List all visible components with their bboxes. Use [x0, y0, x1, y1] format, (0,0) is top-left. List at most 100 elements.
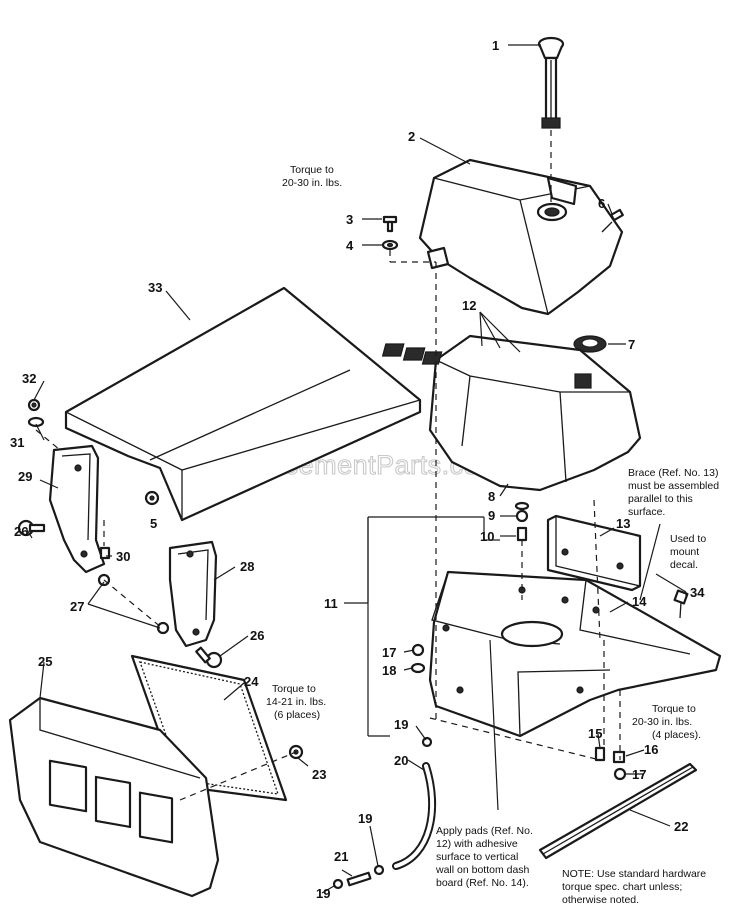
callout-13: 13: [616, 516, 630, 531]
callout-28: 28: [240, 559, 254, 574]
part-grille-25: [8, 696, 220, 898]
part-grommet-7: [573, 335, 607, 353]
svg-text:(6 places): (6 places): [274, 709, 320, 721]
callout-32: 32: [22, 371, 36, 386]
part-shroud-33: [64, 286, 422, 522]
callout-15: 15: [588, 726, 602, 741]
note-brace: Brace (Ref. No. 13) must be assembled pa…: [628, 467, 719, 518]
svg-text:wall on bottom dash: wall on bottom dash: [435, 864, 530, 876]
callout-24: 24: [244, 674, 259, 689]
callout-21: 21: [334, 849, 348, 864]
callout-2: 2: [408, 129, 415, 144]
callout-16: 16: [644, 742, 658, 757]
part-washer-4: [381, 239, 399, 251]
svg-text:12) with adhesive: 12) with adhesive: [436, 838, 518, 850]
hardware-16: [612, 750, 626, 764]
svg-text:board (Ref. No. 14).: board (Ref. No. 14).: [436, 877, 529, 889]
callout-23: 23: [312, 767, 326, 782]
callout-17b: 17: [632, 767, 646, 782]
svg-text:parallel to this: parallel to this: [628, 493, 693, 505]
callout-4: 4: [346, 238, 354, 253]
callout-6: 6: [598, 196, 605, 211]
hardware-34: [673, 589, 689, 619]
callout-11: 11: [324, 596, 338, 611]
svg-text:20-30 in. lbs.: 20-30 in. lbs.: [632, 716, 692, 728]
callout-14: 14: [632, 594, 647, 609]
callout-33: 33: [148, 280, 162, 295]
callout-17a: 17: [382, 645, 396, 660]
part-trim-22: [538, 762, 698, 860]
hardware-15: [594, 746, 606, 762]
hardware-31: [27, 416, 45, 428]
callout-26b: 26: [250, 628, 264, 643]
svg-text:mount: mount: [670, 546, 699, 558]
callout-8: 8: [488, 489, 495, 504]
part-screw-3: [382, 215, 398, 233]
part-fuel-tank: [418, 158, 624, 316]
svg-text:torque spec. chart unless;: torque spec. chart unless;: [562, 881, 682, 893]
hardware-26b: [195, 646, 223, 669]
note-decal: Used to mount decal.: [670, 533, 706, 571]
callout-9: 9: [488, 508, 495, 523]
callout-7: 7: [628, 337, 635, 352]
callout-numbers: 1 2 3 4 5 6 7 8 9 10 11 12 13 14 15 16 1…: [10, 38, 705, 901]
callout-31: 31: [10, 435, 24, 450]
svg-text:Torque to: Torque to: [290, 164, 334, 176]
callout-27: 27: [70, 599, 84, 614]
svg-text:Apply pads (Ref. No.: Apply pads (Ref. No.: [436, 825, 533, 837]
callout-20: 20: [394, 753, 408, 768]
hardware-8: [514, 501, 530, 511]
callout-12: 12: [462, 298, 476, 313]
callout-34: 34: [690, 585, 705, 600]
callout-29: 29: [18, 469, 32, 484]
part-bracket-29: [48, 444, 106, 574]
svg-text:20-30 in. lbs.: 20-30 in. lbs.: [282, 177, 342, 189]
callout-10: 10: [480, 529, 494, 544]
callout-5: 5: [150, 516, 157, 531]
svg-text:decal.: decal.: [670, 559, 698, 571]
callout-26a: 26: [14, 524, 28, 539]
note-pads: Apply pads (Ref. No. 12) with adhesive s…: [435, 825, 533, 889]
leader-lines: [25, 44, 687, 894]
note-footer: NOTE: Use standard hardware torque spec.…: [562, 868, 706, 906]
note-torque-top: Torque to 20-30 in. lbs.: [282, 164, 342, 189]
note-torque-right: Torque to 20-30 in. lbs. (4 places).: [632, 703, 701, 741]
svg-text:(4 places).: (4 places).: [652, 729, 701, 741]
svg-text:Torque to: Torque to: [652, 703, 696, 715]
svg-text:otherwise noted.: otherwise noted.: [562, 894, 639, 906]
part-hose-20: [392, 762, 437, 870]
callout-19a: 19: [394, 717, 408, 732]
callout-22: 22: [674, 819, 688, 834]
svg-text:surface to vertical: surface to vertical: [436, 851, 518, 863]
svg-text:Torque to: Torque to: [272, 683, 316, 695]
callout-18: 18: [382, 663, 396, 678]
hardware-10: [516, 526, 528, 542]
hardware-17b: [613, 767, 627, 781]
svg-text:NOTE: Use standard hardware: NOTE: Use standard hardware: [562, 868, 706, 880]
svg-text:Brace (Ref. No. 13): Brace (Ref. No. 13): [628, 467, 718, 479]
svg-text:Used to: Used to: [670, 533, 706, 545]
part-fuel-gauge: [537, 36, 565, 129]
svg-text:surface.: surface.: [628, 506, 665, 518]
hardware-17-18: [410, 643, 426, 674]
part-screw-6: [601, 208, 624, 233]
callout-3: 3: [346, 212, 353, 227]
part-brace-13: [546, 514, 642, 592]
hardware-9: [515, 509, 529, 523]
hardware-32: [27, 398, 41, 412]
callout-19b: 19: [358, 811, 372, 826]
callout-30: 30: [116, 549, 130, 564]
callout-25: 25: [38, 654, 52, 669]
hardware-19: [332, 736, 433, 890]
callout-19c: 19: [316, 886, 330, 901]
svg-text:must be assembled: must be assembled: [628, 480, 719, 492]
part-upper-dash: [381, 334, 642, 492]
part-bracket-28: [168, 540, 218, 648]
svg-text:14-21 in. lbs.: 14-21 in. lbs.: [266, 696, 326, 708]
callout-1: 1: [492, 38, 499, 53]
part-lower-dash: [428, 570, 722, 738]
hardware-5: [144, 490, 160, 506]
hardware-21: [346, 871, 372, 887]
note-torque-left: Torque to 14-21 in. lbs. (6 places): [266, 683, 326, 721]
